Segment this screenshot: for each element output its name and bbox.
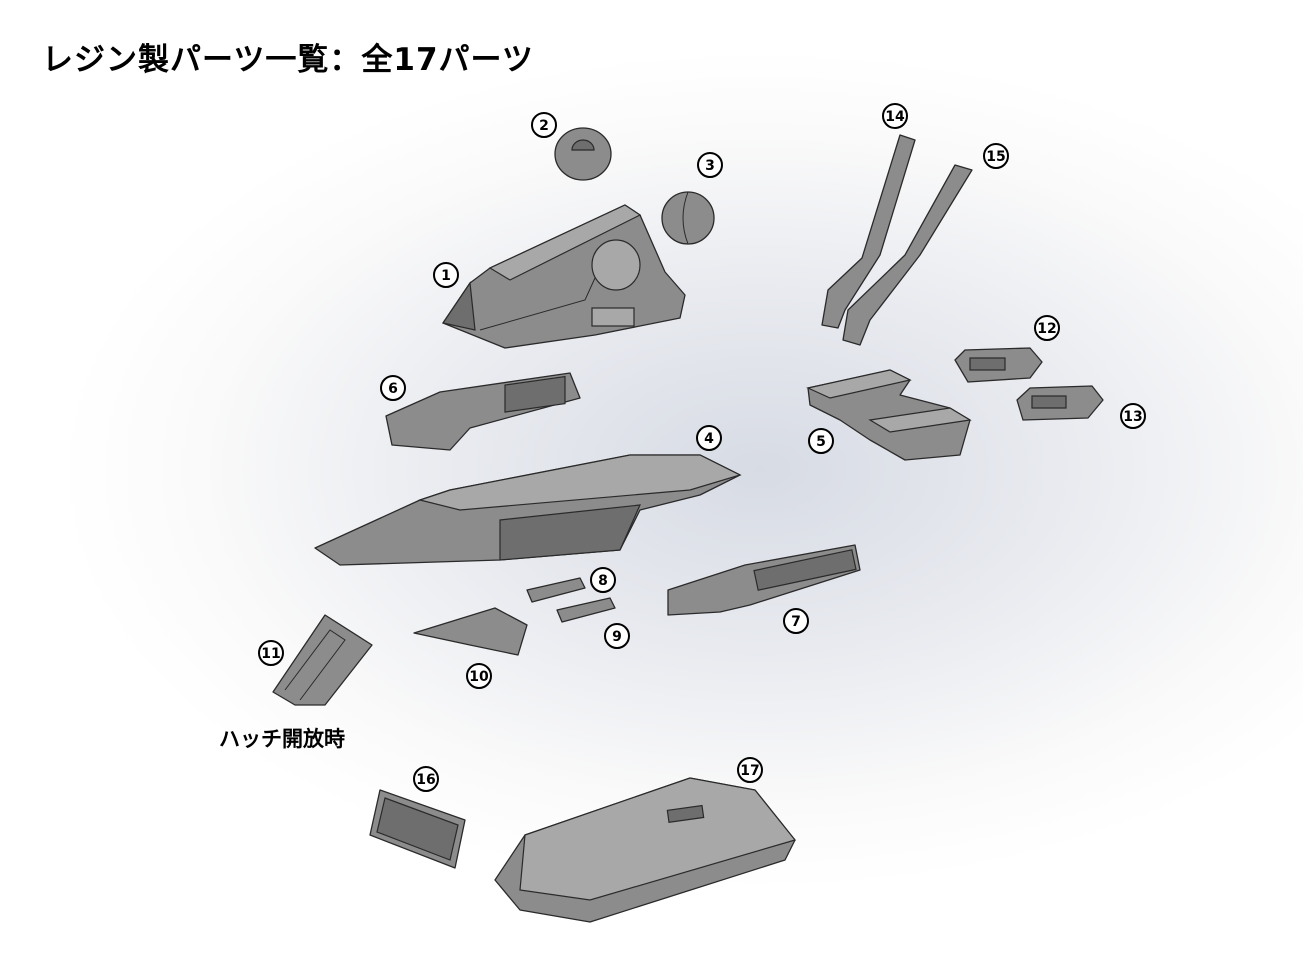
part-17-base	[494, 777, 797, 923]
part-label-12: 12	[1034, 315, 1060, 341]
part-15-arm	[842, 164, 973, 346]
part-2-disc	[554, 127, 612, 181]
part-label-3: 3	[697, 152, 723, 178]
part-label-1: 1	[433, 262, 459, 288]
part-label-7: 7	[783, 608, 809, 634]
part-label-16: 16	[413, 766, 439, 792]
part-16-nameplate	[369, 789, 466, 869]
part-label-11: 11	[258, 640, 284, 666]
hatch-open-caption: ハッチ開放時	[219, 727, 345, 751]
part-label-9: 9	[604, 623, 630, 649]
part-label-17: 17	[737, 757, 763, 783]
part-3-sphere	[661, 191, 715, 245]
part-label-5: 5	[808, 428, 834, 454]
part-6-panel	[385, 372, 581, 451]
part-1-cowl	[442, 204, 686, 349]
part-label-15: 15	[983, 143, 1009, 169]
part-label-4: 4	[696, 425, 722, 451]
part-5-frame	[806, 369, 972, 461]
part-label-2: 2	[531, 112, 557, 138]
part-label-6: 6	[380, 375, 406, 401]
part-label-10: 10	[466, 663, 492, 689]
part-10-wedge	[413, 607, 528, 656]
part-12-block	[954, 347, 1043, 383]
part-14-arm	[821, 134, 916, 329]
part-9-bar	[556, 597, 616, 623]
page-title: レジン製パーツ一覧：全17パーツ	[42, 42, 534, 78]
part-13-block	[1016, 385, 1104, 421]
part-label-14: 14	[882, 103, 908, 129]
part-4-hull	[314, 454, 742, 566]
part-label-13: 13	[1120, 403, 1146, 429]
part-label-8: 8	[590, 567, 616, 593]
part-7-rail	[667, 544, 861, 616]
part-8-bar	[526, 577, 586, 603]
part-11-hatch	[272, 614, 373, 706]
